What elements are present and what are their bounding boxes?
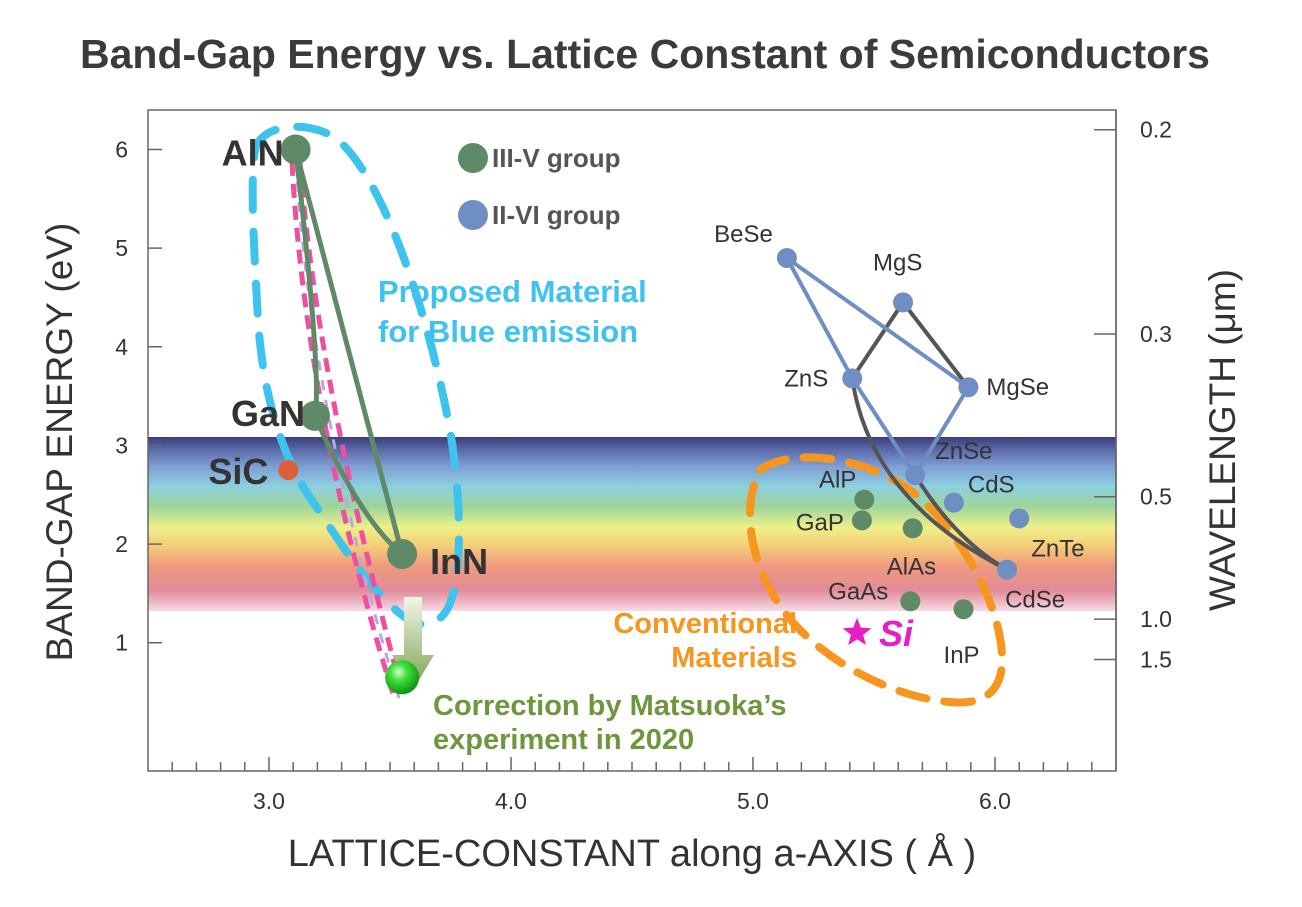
label-mgse: MgSe	[986, 374, 1049, 401]
x-tick-label: 3.0	[253, 788, 285, 814]
label-znte: ZnTe	[1031, 535, 1084, 562]
point-zns	[842, 368, 863, 389]
correction-curve-left	[289, 161, 397, 698]
label-gan: GaN	[231, 393, 305, 434]
corrected-inn-point	[385, 660, 420, 695]
y-tick-label: 3	[115, 432, 128, 458]
annotation-proposed-1: Proposed Material	[378, 274, 647, 309]
y-tick-label: 6	[115, 136, 128, 162]
point-si-star	[842, 617, 872, 645]
label-zns: ZnS	[784, 365, 828, 392]
legend-ii-vi-label: II-VI group	[492, 200, 621, 230]
point-alp	[854, 489, 875, 510]
y2-tick-label: 0.3	[1140, 321, 1172, 347]
label-cds: CdS	[968, 472, 1015, 499]
x-tick-label: 5.0	[737, 788, 769, 814]
annotation-proposed-2: for Blue emission	[378, 314, 638, 349]
correction-curve-mid	[294, 161, 401, 699]
point-cdse	[997, 559, 1018, 580]
y2-tick-label: 1.0	[1140, 606, 1172, 632]
annotation-conventional-1: Conventional	[613, 608, 797, 640]
y-axis-label: BAND-GAP ENERGY (eV)	[39, 223, 80, 662]
x-tick-label: 4.0	[495, 788, 527, 814]
point-mgse	[958, 377, 979, 398]
y-tick-label: 5	[115, 235, 128, 261]
legend-ii-vi-marker	[458, 200, 488, 230]
label-si: Si	[879, 613, 914, 654]
chart-title: Band-Gap Energy vs. Lattice Constant of …	[80, 31, 1210, 77]
label-inp: InP	[944, 642, 980, 669]
legend-iii-v-label: III-V group	[492, 143, 621, 173]
point-aln	[280, 134, 311, 165]
label-alp: AlP	[819, 467, 856, 494]
label-aln: AlN	[222, 132, 284, 173]
point-znse	[905, 465, 926, 486]
y-tick-label: 1	[115, 630, 128, 656]
point-gan	[299, 400, 330, 431]
point-bese	[776, 247, 797, 268]
zns-cdse-curve	[850, 378, 1009, 572]
point-znte	[1009, 508, 1030, 529]
y2-tick-label: 1.5	[1140, 647, 1172, 673]
correction-curve-right	[297, 161, 407, 701]
annotation-correction-1: Correction by Matsuoka’s	[433, 690, 786, 722]
label-bese: BeSe	[714, 221, 773, 248]
aln-inn-line	[293, 148, 405, 555]
point-gaas	[900, 591, 921, 612]
label-mgs: MgS	[873, 249, 922, 276]
point-cds	[943, 492, 964, 513]
x-axis-label: LATTICE-CONSTANT along a-AXIS ( Å )	[288, 831, 976, 875]
visible-spectrum-band	[148, 437, 1116, 611]
label-alas: AlAs	[887, 553, 936, 580]
point-alas	[902, 518, 923, 539]
label-znse: ZnSe	[935, 438, 992, 465]
label-cdse: CdSe	[1005, 587, 1065, 614]
x-tick-label: 6.0	[979, 788, 1011, 814]
label-sic: SiC	[208, 451, 268, 492]
point-sic	[278, 460, 299, 481]
annotation-conventional-2: Materials	[671, 642, 797, 674]
point-inn	[387, 538, 418, 569]
point-gap	[851, 510, 872, 531]
label-gap: GaP	[796, 509, 844, 536]
annotation-correction-2: experiment in 2020	[433, 724, 694, 756]
y-tick-label: 2	[115, 531, 128, 557]
label-inn: InN	[430, 541, 488, 582]
y2-tick-label: 0.2	[1140, 117, 1172, 143]
label-gaas: GaAs	[828, 578, 888, 605]
legend-iii-v-marker	[458, 143, 488, 173]
point-inp	[953, 599, 974, 620]
y-tick-label: 4	[115, 334, 128, 360]
point-mgs	[893, 292, 914, 313]
znse-cdse-curve	[913, 473, 1009, 572]
y2-tick-label: 0.5	[1140, 484, 1172, 510]
y2-axis-label: WAVELENGTH (μm)	[1202, 269, 1243, 611]
